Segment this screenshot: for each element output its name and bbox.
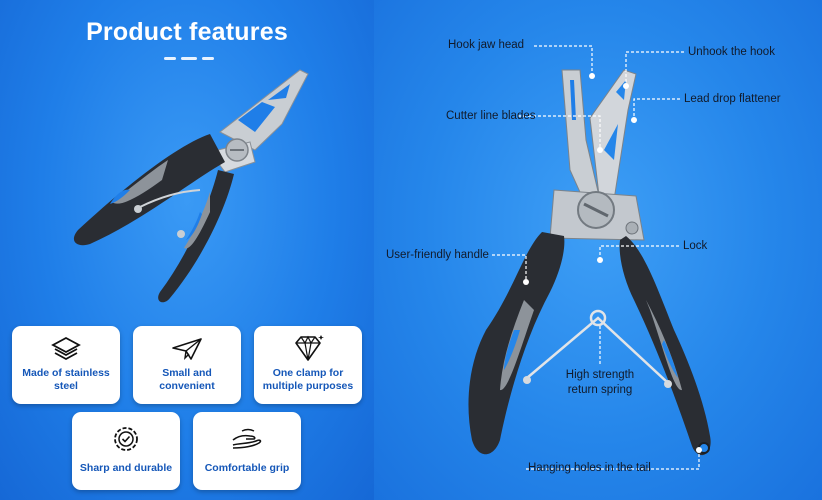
callout-lock: Lock: [683, 240, 708, 252]
pliers-product-image: [73, 69, 309, 303]
feature-label: Sharp and durable: [79, 462, 173, 474]
feature-label: Made of stainless steel: [22, 367, 110, 392]
feature-card-small-convenient: Small and convenient: [133, 326, 241, 404]
title-underline: [164, 57, 214, 61]
feature-label: Comfortable grip: [204, 462, 290, 474]
callout-cutter-blades: Cutter line blades: [446, 110, 536, 122]
feature-card-stainless-steel: Made of stainless steel: [12, 326, 120, 404]
feature-label: One clamp for multiple purposes: [262, 367, 354, 392]
callout-handle: User-friendly handle: [386, 249, 489, 261]
hand-wave-icon: [230, 424, 264, 454]
diamond-icon: [291, 334, 325, 364]
pliers-diagram-image: [468, 45, 711, 470]
callout-hanging-holes: Hanging holes in the tail: [528, 462, 651, 474]
callout-return-spring: High strength return spring: [565, 369, 635, 396]
page-title: Product features: [86, 18, 288, 46]
paper-plane-icon: [170, 334, 204, 364]
feature-card-sharp-durable: Sharp and durable: [72, 412, 180, 490]
diagram-panel: Hook jaw head Unhook the hook Lead drop …: [374, 0, 822, 500]
callout-unhook: Unhook the hook: [688, 46, 775, 58]
callout-hook-jaw-head: Hook jaw head: [448, 39, 525, 51]
layers-icon: [49, 334, 83, 364]
feature-card-multi-purpose: One clamp for multiple purposes: [254, 326, 362, 404]
callout-lead-drop-flattener: Lead drop flattener: [684, 93, 781, 105]
feature-card-comfortable-grip: Comfortable grip: [193, 412, 301, 490]
gear-badge-icon: [109, 424, 143, 454]
features-panel: Product features: [0, 0, 374, 500]
feature-label: Small and convenient: [159, 367, 215, 392]
